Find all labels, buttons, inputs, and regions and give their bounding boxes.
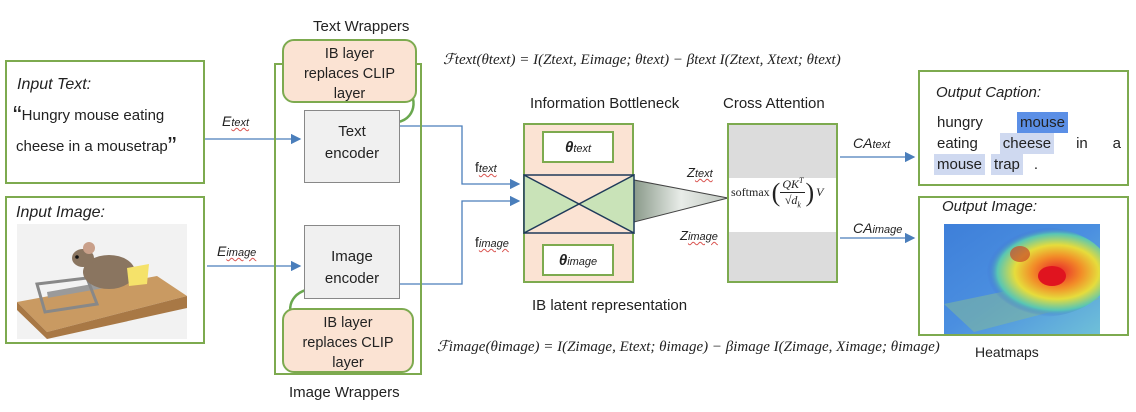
image-encoder-line-1: Image <box>331 248 373 265</box>
softmax-formula: softmax ( QKT √dk ) V <box>731 176 824 210</box>
input-text-label: Input Text: <box>17 76 92 93</box>
formula-text: ℱtext(θtext) = I(Ztext, Eimage; θtext) −… <box>443 52 841 68</box>
output-caption-panel: Output Caption: hungry mouse eating chee… <box>918 70 1129 186</box>
latent-cone <box>633 179 729 223</box>
edge-label-z-image: Zimage <box>680 228 718 243</box>
cross-attention-box <box>727 123 838 283</box>
token-8: trap <box>991 154 1023 175</box>
heatmap-image <box>944 224 1100 334</box>
theta-text-box: θtext <box>542 131 614 163</box>
theta-image-box: θimage <box>542 244 614 276</box>
output-image-panel: Output Image: <box>918 196 1129 336</box>
input-image-panel: Input Image: <box>5 196 205 344</box>
edge-label-ca-image: CAimage <box>853 220 903 236</box>
prompt-line-1: Hungry mouse eating <box>21 107 165 124</box>
ib-layer-top-line-2: replaces CLIP <box>303 66 396 82</box>
ib-layer-top: IB layer replaces CLIP layer <box>282 39 417 103</box>
output-image-label: Output Image: <box>942 198 1038 215</box>
token-9: . <box>1033 156 1039 173</box>
token-5: in <box>1076 135 1088 152</box>
input-text-panel: Input Text: “Hungry mouse eating cheese … <box>5 60 205 184</box>
ib-layer-top-line-1: IB layer <box>324 46 375 62</box>
bottleneck-title: Information Bottleneck <box>530 95 680 112</box>
token-4: cheese <box>999 133 1055 154</box>
edge-label-f-image: fimage <box>475 234 509 250</box>
arrow-f-image <box>400 195 521 285</box>
token-2: mouse <box>1016 112 1068 133</box>
edge-label-ca-text: CAtext <box>853 135 891 151</box>
token-3: eating <box>937 135 978 152</box>
ib-layer-top-line-3: layer <box>333 86 366 102</box>
edge-label-z-text: Ztext <box>687 165 713 180</box>
edge-label-e-text: Etext <box>222 113 250 129</box>
mouse-trap-photo <box>17 224 187 339</box>
caption-tokens: hungry mouse eating cheese in a mouse tr… <box>934 112 1124 175</box>
input-image-label: Input Image: <box>16 204 105 221</box>
image-encoder-line-2: encoder <box>324 270 380 287</box>
output-caption-label: Output Caption: <box>936 84 1042 101</box>
text-wrappers-title: Text Wrappers <box>313 18 410 35</box>
ib-layer-bottom-line-3: layer <box>332 355 364 371</box>
token-6: a <box>1112 135 1121 152</box>
edge-label-e-image: Eimage <box>217 243 257 259</box>
ib-layer-bottom-line-2: replaces CLIP <box>302 335 394 351</box>
input-text-prompt: “Hungry mouse eating cheese in a mousetr… <box>13 100 203 162</box>
text-encoder-line-2: encoder <box>324 145 380 162</box>
bowtie-shape <box>523 174 635 234</box>
formula-image: ℱimage(θimage) = I(Zimage, Etext; θimage… <box>437 339 940 355</box>
cross-attention-title: Cross Attention <box>723 95 825 112</box>
token-1: hungry <box>937 114 983 131</box>
image-wrappers-title: Image Wrappers <box>289 384 400 401</box>
text-encoder-line-1: Text <box>338 123 366 140</box>
edge-label-f-text: ftext <box>475 159 497 175</box>
token-7: mouse <box>934 154 986 175</box>
close-quote: ” <box>167 131 177 161</box>
bottleneck-caption: IB latent representation <box>532 297 688 314</box>
arrow-f-text <box>400 125 521 190</box>
heatmaps-caption: Heatmaps <box>975 344 1039 360</box>
prompt-line-2: cheese in a mousetrap <box>16 138 168 155</box>
text-encoder: Text encoder <box>304 110 400 183</box>
ib-layer-bottom: IB layer replaces CLIP layer <box>282 308 414 373</box>
image-encoder: Image encoder <box>304 225 400 299</box>
ib-layer-bottom-line-1: IB layer <box>323 315 373 331</box>
open-quote: “ <box>13 100 22 130</box>
